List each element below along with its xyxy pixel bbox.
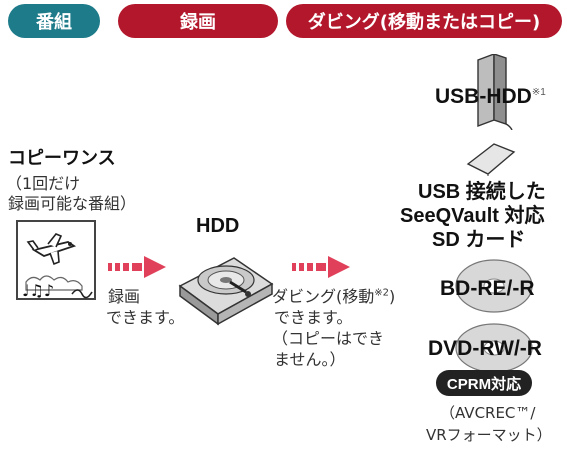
cprm-badge-label: CPRM対応 bbox=[446, 375, 522, 393]
dubbing-text-line4: ません。） bbox=[274, 350, 346, 369]
usb-hdd-icon bbox=[477, 54, 513, 130]
sd-card-icon bbox=[466, 143, 516, 176]
record-text-line1: 録画 bbox=[108, 287, 141, 306]
dubbing-text-line3: （コピーはでき bbox=[272, 329, 385, 348]
seeqvault-line2: SeeQVault 対応 bbox=[400, 205, 545, 227]
seeqvault-line1: USB 接続した bbox=[418, 181, 546, 203]
bd-disc-icon bbox=[455, 259, 533, 313]
tab-program-label: 番組 bbox=[36, 12, 72, 33]
dubbing-text-close: ) bbox=[389, 287, 396, 306]
usb-hdd-footnote-mark: ※1 bbox=[531, 87, 546, 98]
dvd-disc-icon bbox=[455, 323, 533, 373]
svg-text:♩♫♪: ♩♫♪ bbox=[22, 281, 54, 300]
music-notes-icon: ♩♫♪ bbox=[22, 281, 54, 300]
format-line1: （AVCREC™/ bbox=[440, 404, 536, 422]
bd-label: BD-RE/-R bbox=[440, 277, 535, 300]
tab-program: 番組 bbox=[8, 4, 100, 38]
tab-dubbing-label: ダビング(移動またはコピー) bbox=[307, 12, 541, 33]
dvd-label: DVD-RW/-R bbox=[428, 337, 542, 360]
tab-recording: 録画 bbox=[118, 4, 278, 38]
source-note-line2: 録画可能な番組） bbox=[8, 194, 137, 213]
tab-recording-label: 録画 bbox=[180, 12, 216, 33]
tab-dubbing: ダビング(移動またはコピー) bbox=[286, 4, 562, 38]
record-arrow-icon bbox=[108, 256, 166, 278]
airplane-icon bbox=[26, 233, 77, 266]
dubbing-arrow-icon bbox=[292, 256, 350, 278]
dubbing-text-line2: できます。 bbox=[274, 308, 353, 327]
source-note-line1: （1回だけ bbox=[6, 174, 81, 193]
dubbing-footnote-mark: ※2 bbox=[374, 287, 389, 299]
hard-disk-icon bbox=[178, 257, 274, 326]
tv-program-illustration: ♩♫♪ bbox=[16, 220, 96, 300]
hdd-label: HDD bbox=[196, 215, 240, 237]
seeqvault-line3: SD カード bbox=[432, 229, 526, 251]
cprm-badge: CPRM対応 bbox=[436, 370, 532, 396]
record-text-line2: できます。 bbox=[106, 308, 185, 327]
dubbing-text-line1: ダビング(移動※2) bbox=[272, 287, 395, 306]
usb-hdd-label: USB-HDD※1 bbox=[435, 84, 546, 109]
format-line2: VRフォーマット） bbox=[426, 426, 552, 444]
usb-hdd-text: USB-HDD bbox=[435, 85, 532, 108]
dubbing-text-main: ダビング(移動 bbox=[272, 287, 375, 306]
source-title: コピーワンス bbox=[8, 148, 116, 169]
